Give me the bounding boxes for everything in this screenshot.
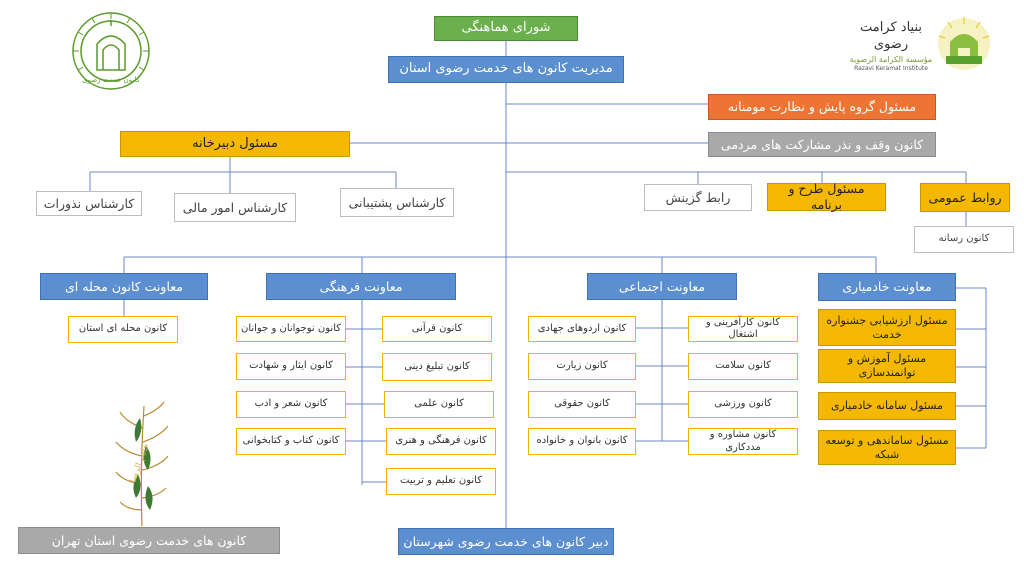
secretariat-box[interactable]: مسئول دبیرخانه (120, 131, 350, 157)
sacrifice-center-box[interactable]: کانون ایثار و شهادت (236, 353, 346, 380)
left-emblem-logo: کانون خدمت رضوی (72, 12, 150, 90)
planning-box[interactable]: مسئول طرح و برنامه (767, 181, 886, 212)
service-system-box[interactable]: مسئول سامانه خادمیاری (818, 392, 956, 420)
provincial-management-box[interactable]: مدیریت کانون های خدمت رضوی استان (388, 56, 624, 83)
supervision-box[interactable]: مسئول گروه پایش و نظارت مومنانه (708, 94, 936, 120)
support-expert-box[interactable]: کارشناس پشتیبانی (340, 188, 454, 217)
neighborhood-center-box[interactable]: کانون محله ای استان (68, 316, 178, 343)
festival-evaluation-box[interactable]: مسئول ارزشیابی جشنواره خدمت (818, 309, 956, 346)
training-box[interactable]: مسئول آموزش و توانمندسازی (818, 349, 956, 383)
cultural-deputy-box[interactable]: معاونت فرهنگی (266, 273, 456, 300)
legal-center-box[interactable]: کانون حقوقی (528, 391, 636, 418)
book-center-box[interactable]: کانون کتاب و کتابخوانی (236, 428, 346, 455)
poetry-center-box[interactable]: کانون شعر و ادب (236, 391, 346, 418)
service-deputy-box[interactable]: معاونت خادمیاری (818, 273, 956, 301)
foundation-name-en: Razavi Keramat Institute (854, 64, 928, 72)
education-center-box[interactable]: کانون تعلیم و تربیت (386, 468, 496, 495)
religious-center-box[interactable]: کانون تبلیغ دینی (382, 353, 492, 381)
vows-expert-box[interactable]: کارشناس نذورات (36, 191, 142, 216)
art-center-box[interactable]: کانون فرهنگی و هنری (386, 428, 496, 455)
finance-expert-box[interactable]: کارشناس امور مالی (174, 193, 296, 222)
foundation-name: بنیاد کرامت رضوی (859, 20, 923, 52)
social-deputy-box[interactable]: معاونت اجتماعی (587, 273, 737, 300)
left-emblem-text: کانون خدمت رضوی (82, 76, 140, 84)
women-family-box[interactable]: کانون بانوان و خانواده (528, 428, 636, 455)
public-relations-box[interactable]: روابط عمومی (920, 183, 1010, 212)
calligraphy-emblem: خادم الرضا (115, 401, 169, 527)
sports-center-box[interactable]: کانون ورزشی (688, 391, 798, 418)
counseling-center-box[interactable]: کانون مشاوره و مددکاری (688, 428, 798, 455)
jihadi-camps-box[interactable]: کانون اردوهای جهادی (528, 316, 636, 342)
youth-center-box[interactable]: کانون نوجوانان و جوانان (236, 316, 346, 342)
pilgrimage-center-box[interactable]: کانون زیارت (528, 353, 636, 380)
selection-liaison-box[interactable]: رابط گزینش (644, 184, 752, 211)
foundation-name-ar: مؤسسة الكرامة الرضوية (849, 54, 933, 64)
quran-center-box[interactable]: کانون قرآنی (382, 316, 492, 342)
neighborhood-deputy-box[interactable]: معاونت کانون محله ای (40, 273, 208, 300)
science-center-box[interactable]: کانون علمی (384, 391, 494, 418)
caption-box: کانون های خدمت رضوی استان تهران (18, 527, 280, 554)
foundation-emblem-icon (938, 17, 990, 70)
endowment-box[interactable]: کانون وقف و نذر مشارکت های مردمی (708, 132, 936, 157)
health-center-box[interactable]: کانون سلامت (688, 353, 798, 380)
foundation-logo-text: بنیاد کرامت رضوی مؤسسة الكرامة الرضوية R… (846, 20, 936, 72)
network-development-box[interactable]: مسئول ساماندهی و توسعه شبکه (818, 430, 956, 465)
media-center-box[interactable]: کانون رسانه (914, 226, 1014, 253)
council-box[interactable]: شورای هماهنگی (434, 16, 578, 41)
entrepreneurship-box[interactable]: کانون کارآفرینی و اشتغال (688, 316, 798, 342)
city-secretary-box[interactable]: دبیر کانون های خدمت رضوی شهرستان (398, 528, 614, 555)
